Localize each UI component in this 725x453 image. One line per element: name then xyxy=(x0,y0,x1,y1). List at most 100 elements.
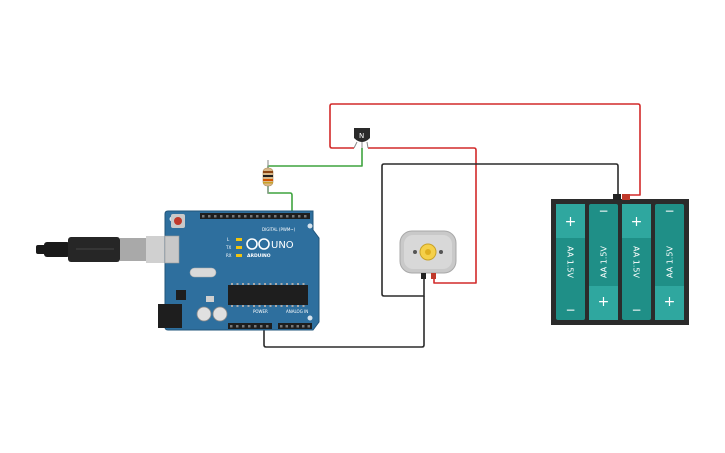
header-pin[interactable] xyxy=(296,325,300,328)
header-pin[interactable] xyxy=(307,325,311,328)
dc-motor[interactable] xyxy=(399,230,457,279)
wire-black-motor-gnd[interactable] xyxy=(263,296,425,348)
chip-pin xyxy=(275,283,277,285)
battery-minus-label: − xyxy=(664,204,674,218)
chip-pin xyxy=(258,283,261,285)
header-pin[interactable] xyxy=(302,325,305,328)
analog-header[interactable] xyxy=(278,323,312,329)
chip-pin xyxy=(280,305,283,307)
led-label-l: L xyxy=(227,237,230,242)
chip-pin xyxy=(231,283,233,285)
header-pin[interactable] xyxy=(280,325,283,328)
board-model-label: UNO xyxy=(271,240,294,251)
arduino-uno-board[interactable]: L TX RX UNO ARDUINO DIGITAL (PWM~) POWER… xyxy=(158,210,320,331)
battery-cell: + − AA 1.5V xyxy=(589,204,618,320)
chip-pin xyxy=(253,283,255,285)
chip-pin xyxy=(269,283,272,285)
power-pins-label: POWER xyxy=(253,309,268,314)
wire-green-transistor-resistor[interactable] xyxy=(267,148,363,170)
chip-pin xyxy=(253,305,255,307)
power-jack[interactable] xyxy=(158,304,182,328)
chip-pin xyxy=(275,305,277,307)
header-pin[interactable] xyxy=(256,215,259,218)
wire-red-battery-transistor[interactable] xyxy=(329,103,641,200)
header-pin[interactable] xyxy=(285,325,289,328)
chip-pin xyxy=(242,305,244,307)
battery-minus-label: − xyxy=(631,303,641,317)
npn-transistor[interactable]: N xyxy=(353,128,370,149)
header-pin[interactable] xyxy=(208,215,211,218)
header-pin[interactable] xyxy=(236,325,239,328)
led-label-rx: RX xyxy=(226,253,232,258)
header-pin[interactable] xyxy=(286,215,289,218)
wire-green-resistor-pin[interactable] xyxy=(267,185,293,214)
battery-cell: +−AA 1.5V xyxy=(556,204,585,320)
header-pin[interactable] xyxy=(242,325,245,328)
header-pin[interactable] xyxy=(262,215,265,218)
chip-pin xyxy=(286,283,288,285)
wire-black-battery-motor[interactable] xyxy=(381,163,619,297)
chip-pin xyxy=(280,283,283,285)
header-pin[interactable] xyxy=(230,325,233,328)
header-pin[interactable] xyxy=(268,215,271,218)
battery-cell-label: AA 1.5V xyxy=(632,246,641,278)
resistor[interactable] xyxy=(262,160,274,194)
chip-pin xyxy=(231,305,233,307)
chip-pin xyxy=(297,305,299,307)
chip-pin xyxy=(297,283,299,285)
header-pin[interactable] xyxy=(220,215,223,218)
battery-minus-label: − xyxy=(565,303,575,317)
chip-pin xyxy=(291,283,294,285)
battery-pack[interactable]: +−AA 1.5V+−AA 1.5V+−AA 1.5V+−AA 1.5V xyxy=(551,194,689,325)
chip-pin xyxy=(236,283,239,285)
transistor-label: N xyxy=(359,132,364,140)
header-pin[interactable] xyxy=(291,325,294,328)
battery-plus-label: + xyxy=(631,214,643,230)
header-pin[interactable] xyxy=(298,215,301,218)
header-pin[interactable] xyxy=(280,215,283,218)
header-pin[interactable] xyxy=(254,325,257,328)
chip-pin xyxy=(247,305,250,307)
chip-pin xyxy=(236,305,239,307)
battery-plus-label: + xyxy=(565,214,577,230)
header-pin[interactable] xyxy=(202,215,205,218)
chip-pin xyxy=(302,305,305,307)
analog-pins-label: ANALOG IN xyxy=(286,309,308,314)
battery-cell: + − AA 1.5V xyxy=(622,204,651,320)
chip-pin xyxy=(286,305,288,307)
chip-pin xyxy=(269,305,272,307)
header-pin[interactable] xyxy=(232,215,235,218)
battery-minus-label: − xyxy=(598,204,608,218)
wire-red-transistor-motor[interactable] xyxy=(368,147,477,284)
header-pin[interactable] xyxy=(214,215,217,218)
chip-pin xyxy=(264,305,266,307)
chip-pin xyxy=(291,305,294,307)
battery-plus-label: + xyxy=(664,294,676,310)
chip-pin xyxy=(258,305,261,307)
header-pin[interactable] xyxy=(260,325,263,328)
battery-cell: + − AA 1.5V xyxy=(655,204,684,320)
microcontroller-chip xyxy=(228,285,308,305)
arduino-logo-icon xyxy=(246,238,270,250)
chip-pin xyxy=(247,283,250,285)
header-pin[interactable] xyxy=(274,215,277,218)
board-brand-label: ARDUINO xyxy=(247,253,271,259)
chip-pin xyxy=(302,283,305,285)
led-label-tx: TX xyxy=(225,245,231,250)
header-pin[interactable] xyxy=(238,215,241,218)
header-pin[interactable] xyxy=(226,215,229,218)
header-pin[interactable] xyxy=(266,325,269,328)
battery-cell-label: AA 1.5V xyxy=(600,246,609,278)
header-pin[interactable] xyxy=(250,215,253,218)
header-pin[interactable] xyxy=(244,215,247,218)
header-pin[interactable] xyxy=(292,215,295,218)
battery-plus-label: + xyxy=(598,294,610,310)
digital-pins-label: DIGITAL (PWM~) xyxy=(262,227,296,232)
usb-cable xyxy=(36,236,174,263)
header-pin[interactable] xyxy=(248,325,251,328)
digital-header[interactable] xyxy=(200,213,310,219)
header-pin[interactable] xyxy=(304,215,307,218)
battery-cell-label: AA 1.5V xyxy=(666,246,675,278)
chip-pin xyxy=(242,283,244,285)
